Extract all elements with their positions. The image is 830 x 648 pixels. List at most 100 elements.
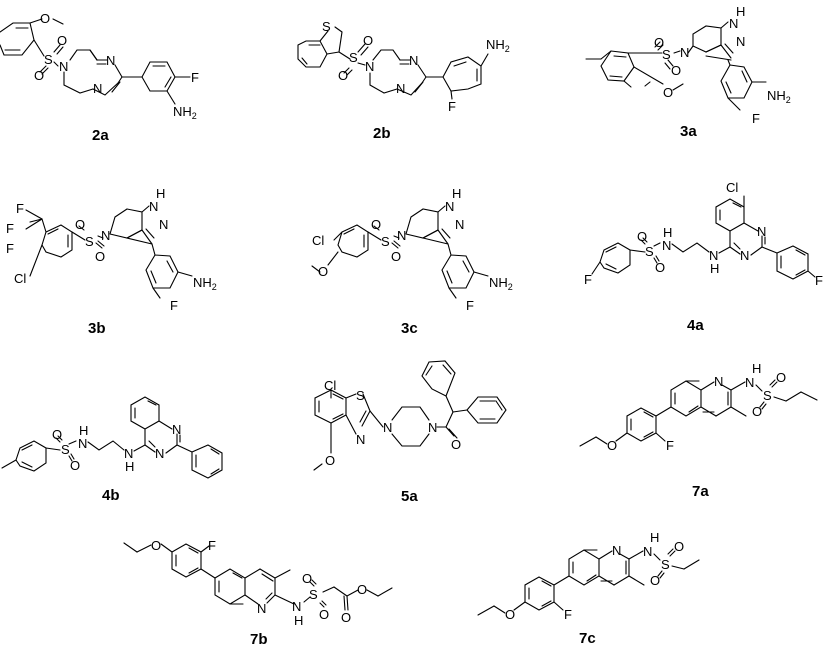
atom-label: N xyxy=(124,446,133,461)
atom-label: F xyxy=(564,607,572,622)
atom-label: N xyxy=(383,420,392,435)
atom-label: S xyxy=(85,234,94,249)
atom-label: O xyxy=(637,229,647,244)
atom-label: N xyxy=(78,436,87,451)
atom-label: O xyxy=(95,249,105,264)
atom-label: S xyxy=(661,557,670,572)
atom-label: NH2 xyxy=(486,37,510,54)
atom-label: N xyxy=(93,81,102,96)
compound-4a: Cl N N N H N H S O O F F 4a xyxy=(584,180,823,334)
atom-label: NH2 xyxy=(489,275,513,292)
atom-label: N xyxy=(101,228,110,243)
compound-7a: N N H S O O F O 7a xyxy=(579,361,818,500)
atom-label: N xyxy=(155,446,164,461)
atom-label: Cl xyxy=(726,180,738,195)
compound-3a: H N N N S O O O NH2 F 3a xyxy=(585,4,791,140)
atom-label: N xyxy=(612,543,621,558)
atom-label: N xyxy=(729,16,738,31)
atom-label: N xyxy=(257,601,266,616)
atom-label: O xyxy=(663,85,673,100)
atom-label: O xyxy=(654,35,664,50)
atom-label: O xyxy=(318,264,328,279)
atom-label: H xyxy=(736,4,745,19)
compound-5a: Cl S N N N O O 5a xyxy=(313,360,507,505)
atom-label: N xyxy=(356,432,365,447)
atom-label: O xyxy=(363,33,373,48)
atom-label: N xyxy=(455,217,464,232)
atom-label: NH2 xyxy=(193,275,217,292)
compound-label: 4a xyxy=(687,317,704,334)
compound-label: 2a xyxy=(92,127,109,144)
atom-label: O xyxy=(75,217,85,232)
atom-label: F xyxy=(6,241,14,256)
atom-label: N xyxy=(365,59,374,74)
atom-label: O xyxy=(52,427,62,442)
atom-label: S xyxy=(645,244,654,259)
compound-label: 7a xyxy=(692,483,709,500)
atom-label: H xyxy=(156,186,165,201)
atom-label: H xyxy=(650,530,659,545)
atom-label: F xyxy=(170,298,178,313)
atom-label: O xyxy=(341,610,351,625)
atom-label: S xyxy=(381,234,390,249)
compound-label: 3c xyxy=(401,320,418,337)
atom-label: H xyxy=(710,261,719,276)
atom-label: O xyxy=(674,539,684,554)
atom-label: S xyxy=(763,388,772,403)
atom-label: O xyxy=(325,453,335,468)
atom-label: N xyxy=(397,228,406,243)
atom-label: N xyxy=(714,374,723,389)
atom-label: S xyxy=(322,19,331,34)
compound-4b: N N N H N H S O O 4b xyxy=(1,396,223,504)
atom-label: O xyxy=(505,607,515,622)
atom-label: H xyxy=(79,423,88,438)
compound-label: 7c xyxy=(579,630,596,647)
atom-label: F xyxy=(466,298,474,313)
atom-label: H xyxy=(752,361,761,376)
atom-label: N xyxy=(59,59,68,74)
compound-3c: Cl O S O O N H N N NH2 F 3c xyxy=(311,186,513,337)
atom-label: H xyxy=(125,459,134,474)
atom-label: N xyxy=(736,34,745,49)
atom-label: F xyxy=(208,538,216,553)
atom-label: S xyxy=(309,587,318,602)
atom-label: O xyxy=(70,458,80,473)
atom-label: N xyxy=(106,53,115,68)
atom-label: O xyxy=(34,68,44,83)
atom-label: O xyxy=(752,404,762,419)
atom-label: O xyxy=(57,33,67,48)
atom-label: N xyxy=(643,544,652,559)
atom-label: N xyxy=(396,81,405,96)
atom-label: F xyxy=(6,221,14,236)
atom-label: H xyxy=(294,613,303,628)
atom-label: O xyxy=(391,249,401,264)
atom-label: N xyxy=(292,599,301,614)
atom-label: O xyxy=(338,68,348,83)
compound-label: 7b xyxy=(250,631,268,648)
atom-label: H xyxy=(452,186,461,201)
atom-label: Cl xyxy=(14,271,26,286)
atom-label: N xyxy=(757,224,766,239)
compound-label: 3b xyxy=(88,320,106,337)
atom-label: N xyxy=(172,422,181,437)
atom-label: N xyxy=(445,199,454,214)
atom-label: F xyxy=(16,201,24,216)
atom-label: S xyxy=(61,442,70,457)
compound-label: 4b xyxy=(102,487,120,504)
atom-label: O xyxy=(607,438,617,453)
atom-label: N xyxy=(409,53,418,68)
atom-label: F xyxy=(752,111,760,126)
atom-label: NH2 xyxy=(767,88,791,105)
compound-2a: O S O O N N N F NH2 2a xyxy=(0,11,199,144)
atom-label: F xyxy=(815,273,823,288)
compound-2b: S S O O N N N F NH2 2b xyxy=(297,19,510,142)
atom-label: N xyxy=(680,45,689,60)
atom-label: N xyxy=(159,217,168,232)
atom-label: S xyxy=(44,52,53,67)
atom-label: O xyxy=(357,582,367,597)
compound-label: 5a xyxy=(401,488,418,505)
atom-label: S xyxy=(662,47,671,62)
compound-label: 3a xyxy=(680,123,697,140)
atom-label: N xyxy=(149,199,158,214)
